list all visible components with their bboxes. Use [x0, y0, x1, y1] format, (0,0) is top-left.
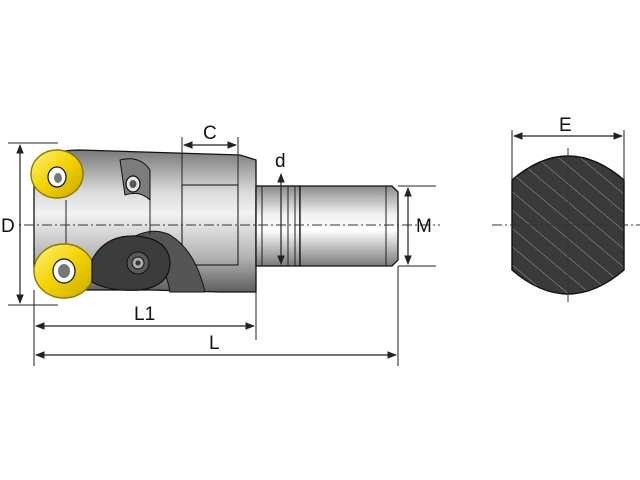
screw-icon	[125, 175, 141, 193]
shank	[299, 185, 399, 267]
neck	[255, 185, 301, 267]
label-C: C	[203, 123, 217, 144]
label-L: L	[209, 333, 220, 354]
label-M: M	[416, 216, 432, 237]
label-L1: L1	[134, 304, 155, 325]
screw-icon	[126, 251, 150, 275]
label-D: D	[1, 216, 15, 237]
label-E: E	[559, 115, 572, 136]
insert-icon	[33, 243, 95, 299]
insert-icon	[30, 149, 84, 199]
label-d: d	[275, 151, 286, 172]
